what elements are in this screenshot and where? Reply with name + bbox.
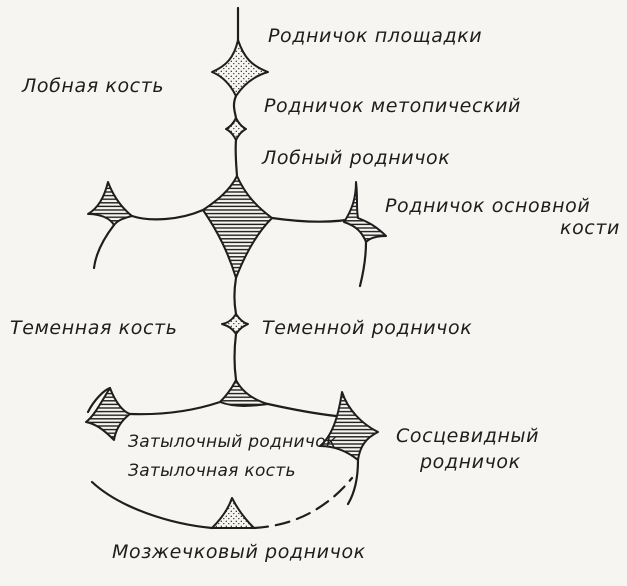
label-frontal-fontanel: Лобный родничок (261, 147, 450, 169)
fontanelles (85, 39, 387, 529)
suture-sagittal-mid (233, 276, 238, 316)
label-mastoid-fontanel-line1: Сосцевидный (396, 425, 539, 447)
label-occipital-bone: Затылочная кость (128, 461, 296, 481)
suture-lambdoid-left (128, 400, 222, 416)
fontanel-cerebellar-shape (211, 497, 255, 529)
fontanel-platform-shape (211, 39, 269, 97)
suture-left-lower (92, 223, 116, 270)
fontanel-left-lower-shape (85, 387, 131, 441)
labels: Родничок площадки Лобная кость Родничок … (10, 25, 620, 563)
label-occipital-fontanel: Затылочный родничок (128, 432, 337, 452)
suture-occipital-right (252, 476, 354, 530)
suture-coronal-left (130, 208, 205, 221)
suture-platform-to-metopic (232, 94, 238, 120)
fontanel-occipital-shape (219, 379, 269, 407)
fontanel-parietal-shape (221, 313, 249, 335)
label-mastoid-fontanel-line2: родничок (419, 451, 521, 473)
label-parietal-fontanel: Теменной родничок (262, 317, 472, 339)
suture-occipital-left (90, 480, 214, 530)
fontanel-sphenoid-right-shape (343, 181, 387, 243)
label-fontanel-platform: Родничок площадки (268, 25, 482, 47)
fontanel-frontal-shape (202, 175, 273, 279)
suture-sagittal-lower (233, 332, 238, 382)
label-metopic-fontanel: Родничок метопический (264, 95, 521, 117)
label-sphenoid-fontanel-line2: кости (560, 217, 620, 239)
label-parietal-bone: Теменная кость (10, 317, 178, 339)
fontanel-sphenoid-left-shape (87, 181, 133, 226)
fontanel-metopic-shape (225, 117, 247, 141)
fontanel-mastoid-shape (319, 391, 379, 461)
suture-mastoid-down (346, 458, 360, 506)
label-cerebellar-fontanel: Мозжечковый родничок (112, 541, 366, 563)
suture-right-lower (358, 240, 368, 288)
suture-metopic-to-frontal (234, 138, 239, 178)
label-sphenoid-fontanel-line1: Родничок основной (385, 195, 590, 217)
suture-lines (86, 6, 368, 530)
suture-lambdoid-right (266, 402, 338, 418)
label-frontal-bone: Лобная кость (21, 75, 164, 97)
